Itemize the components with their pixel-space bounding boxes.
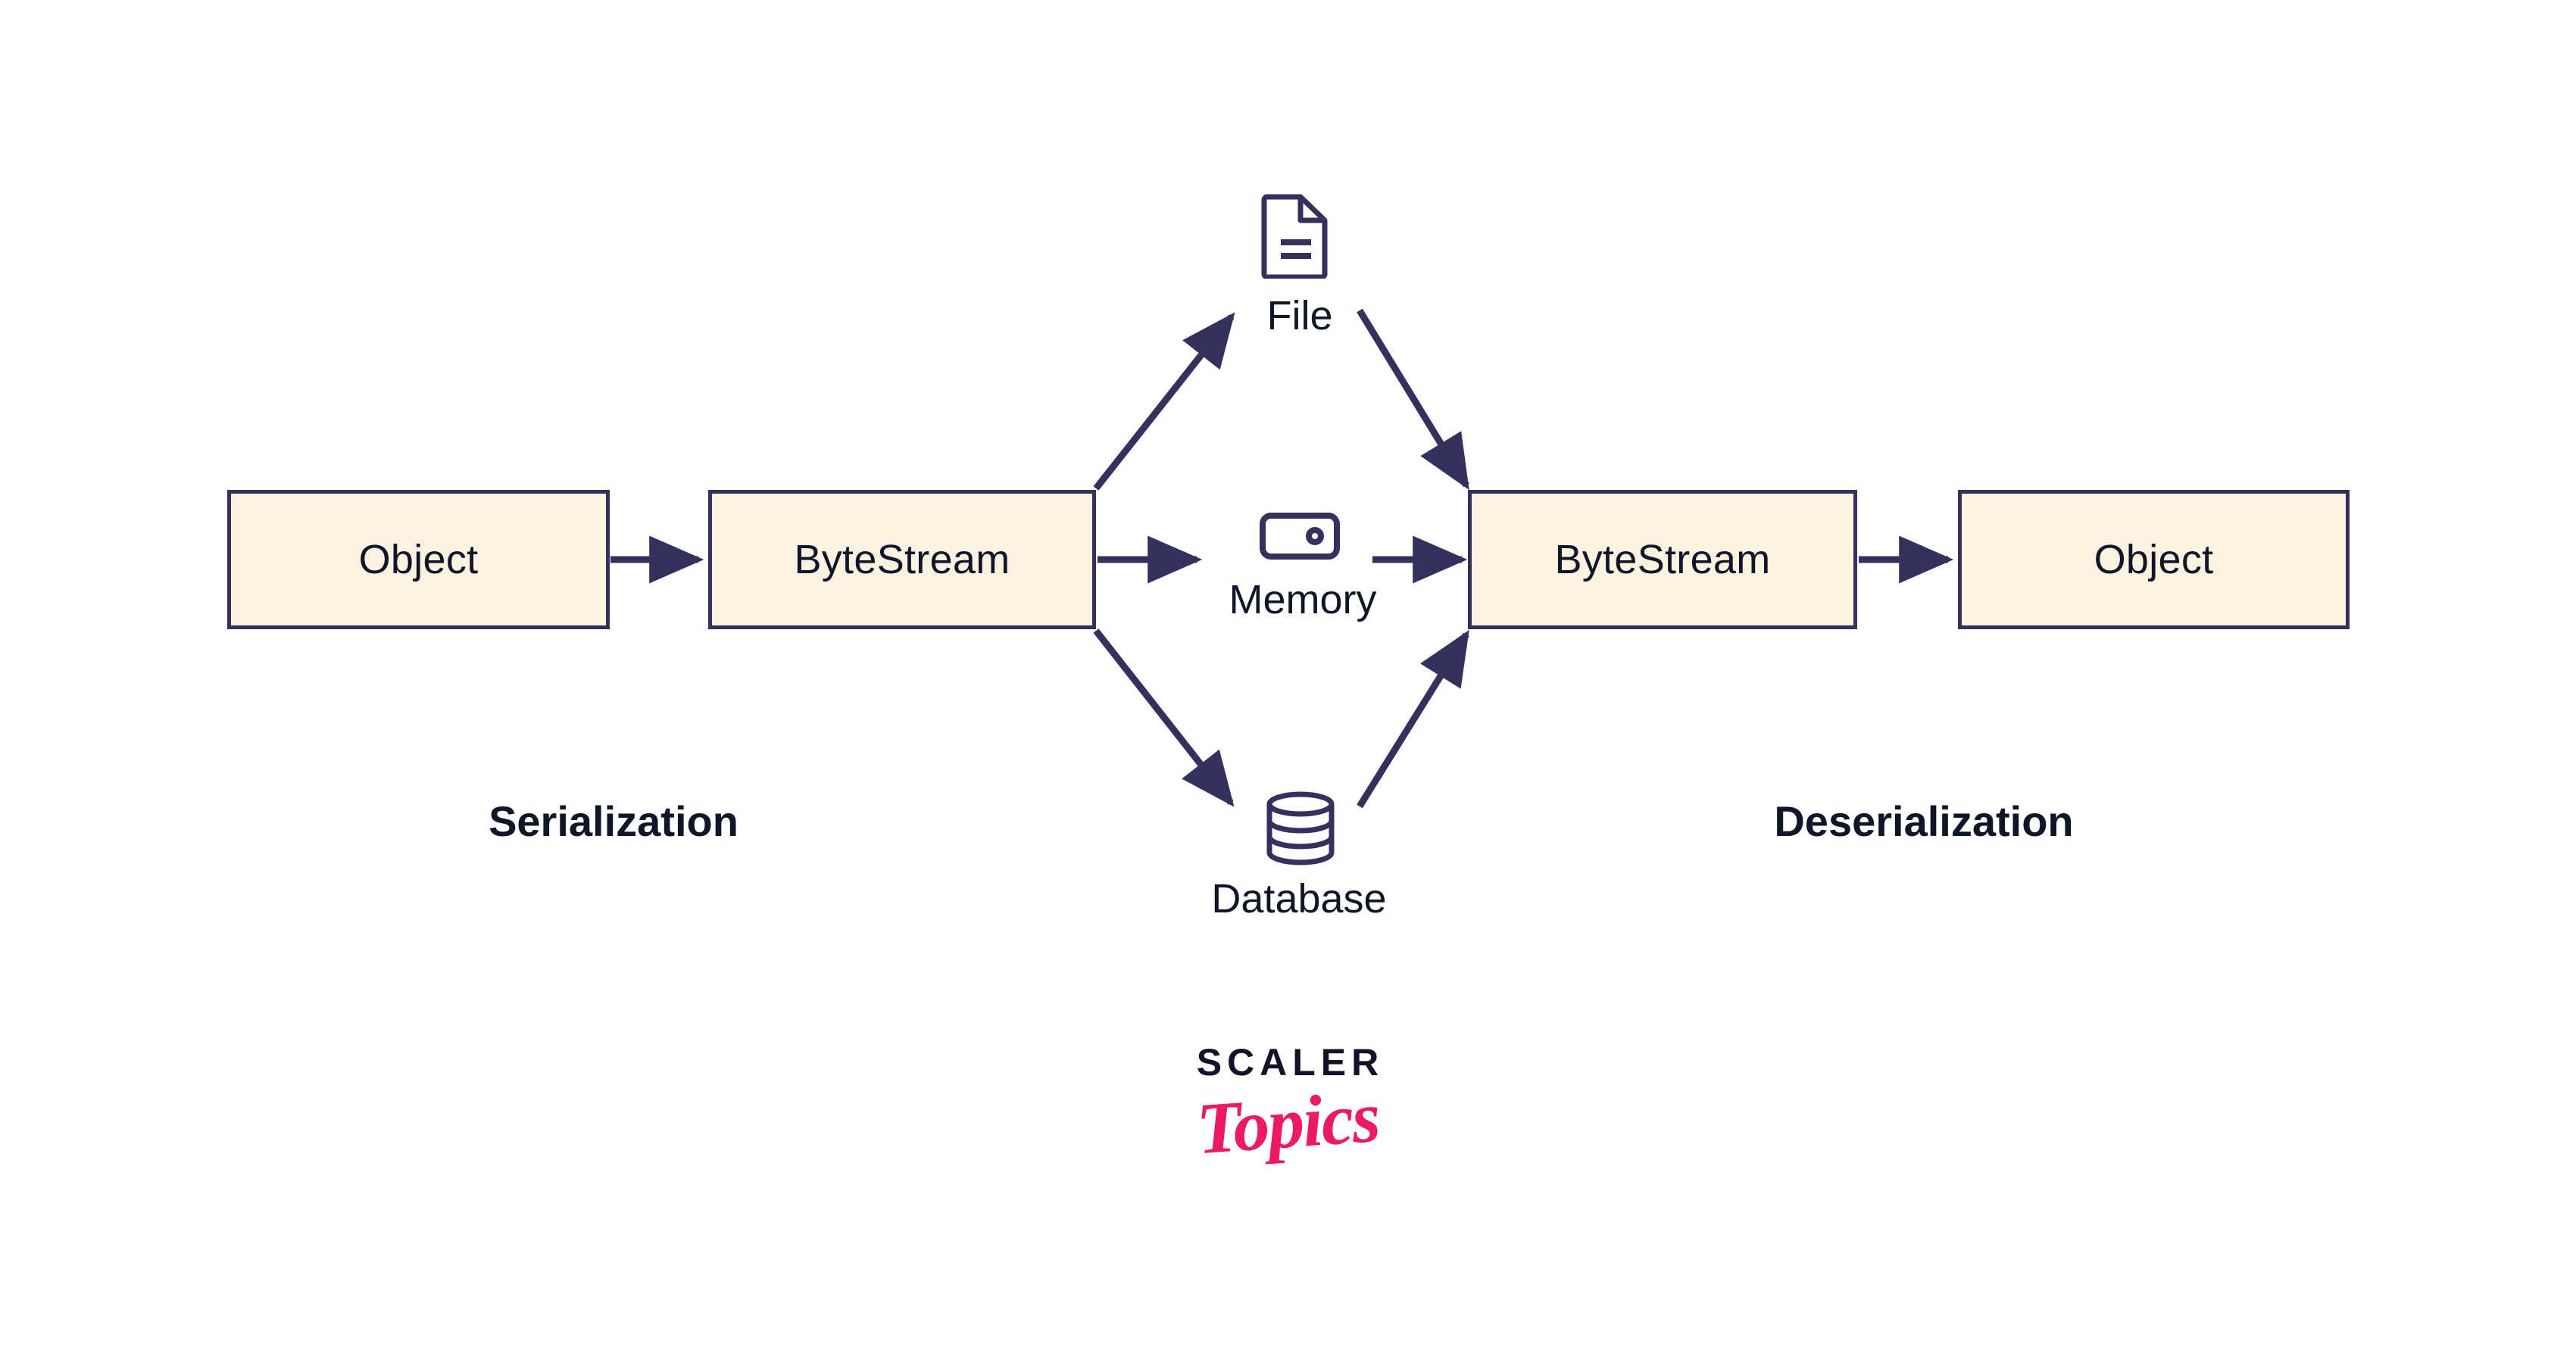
node-bytestream-right: ByteStream [1468, 490, 1857, 629]
arrow-bytestream-to-file [1093, 312, 1235, 491]
store-label-text: Database [1211, 876, 1387, 922]
arrow-bytestream-to-database [1093, 628, 1235, 807]
file-icon [1261, 192, 1331, 280]
node-label: ByteStream [1554, 537, 1771, 582]
section-label-deserialization: Deserialization [1674, 800, 2174, 843]
node-object-left: Object [227, 490, 610, 629]
scaler-topics-logo: SCALER Topics [1159, 1043, 1416, 1240]
node-object-right: Object [1958, 490, 2350, 629]
node-label: Object [2094, 537, 2214, 582]
store-label-text: Memory [1229, 577, 1377, 622]
store-label-text: File [1266, 293, 1333, 338]
store-label-memory: Memory [1166, 579, 1439, 620]
section-label-text: Serialization [489, 797, 738, 845]
arrow-database-to-bytestream [1357, 629, 1469, 809]
logo-wordmark: SCALER [1196, 1041, 1385, 1084]
section-label-serialization: Serialization [417, 800, 810, 843]
store-label-database: Database [1163, 878, 1435, 919]
arrow-file-to-bytestream [1357, 308, 1469, 491]
node-label: ByteStream [794, 537, 1010, 582]
logo-script-wrap: Topics [1159, 1076, 1416, 1170]
node-bytestream-left: ByteStream [708, 490, 1096, 629]
logo-script: Topics [1194, 1075, 1382, 1170]
section-label-text: Deserialization [1774, 797, 2074, 845]
memory-icon [1259, 512, 1341, 560]
node-label: Object [358, 537, 479, 582]
store-label-file: File [1224, 295, 1375, 336]
database-icon [1263, 791, 1338, 866]
